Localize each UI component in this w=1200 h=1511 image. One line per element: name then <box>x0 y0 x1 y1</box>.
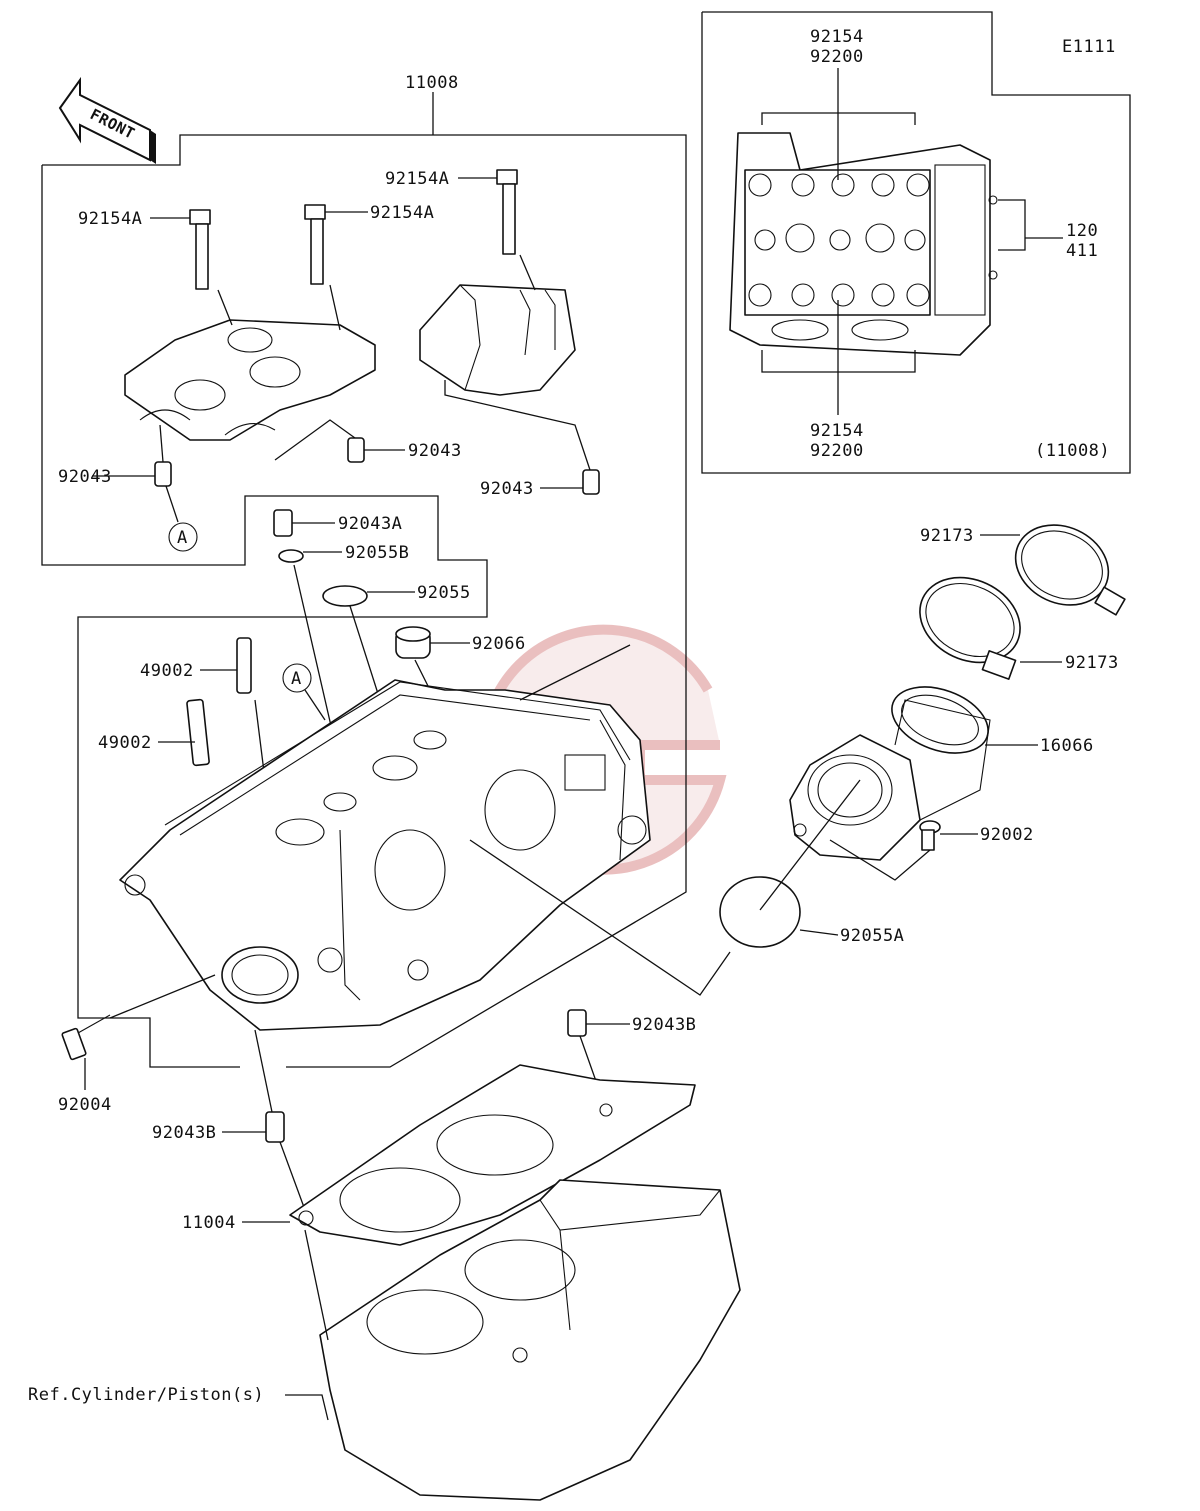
label-92043b-2: 92043B <box>152 1123 216 1143</box>
label-92154a-2: 92154A <box>370 203 434 223</box>
label-92055: 92055 <box>417 583 471 603</box>
holder-16066 <box>789 686 991 861</box>
leader-a2 <box>304 689 326 721</box>
leader-92002-bracket <box>829 839 931 881</box>
leader-bolt-left <box>217 289 233 326</box>
label-49002-1: 49002 <box>140 661 194 681</box>
bolt-92154a-mid <box>304 204 326 285</box>
label-49002-2: 49002 <box>98 733 152 753</box>
label-92004: 92004 <box>58 1095 112 1115</box>
valve-guide-49002-upper <box>236 637 252 694</box>
label-92043-3: 92043 <box>480 479 534 499</box>
inset-label-92154-top: 92154 <box>810 27 864 47</box>
head-gasket-11004 <box>289 1064 696 1246</box>
leader-ref-cylinder <box>285 1394 329 1421</box>
frame-head-left <box>77 610 488 1068</box>
dowel-92043a <box>273 509 293 537</box>
clamp-92173-lower <box>919 576 1021 680</box>
valve-guide-49002-lower <box>186 698 210 767</box>
label-92154a-1: 92154A <box>78 209 142 229</box>
dowel-92043-left <box>154 461 172 487</box>
inset-label-120: 120 <box>1066 221 1098 241</box>
dowel-92043-right <box>582 469 600 495</box>
marker-a-2 <box>282 663 312 693</box>
label-92066: 92066 <box>472 634 526 654</box>
label-11008: 11008 <box>405 73 459 93</box>
leader-49002-1-down <box>254 699 266 781</box>
label-92055a: 92055A <box>840 926 904 946</box>
leader-to-a1 <box>165 485 179 523</box>
inset-cylinder-head-top-view <box>729 132 998 356</box>
clamp-92173-upper <box>1014 524 1126 616</box>
cylinder-head <box>119 679 651 1031</box>
leader-bolt-right <box>519 254 536 291</box>
label-92173-1: 92173 <box>920 526 974 546</box>
frame-11008-left <box>41 165 488 610</box>
leader-dowel-left <box>159 424 164 463</box>
inset-label-411: 411 <box>1066 241 1098 261</box>
leader-dowel-mid <box>274 419 356 461</box>
leader-oring-to-holder <box>759 779 861 911</box>
leader-dowel-right <box>444 380 591 471</box>
diagram-code: E1111 <box>1062 37 1116 57</box>
camshaft-cap-left <box>124 319 376 441</box>
bolt-92154a-right <box>496 169 518 255</box>
seal-92066 <box>395 626 431 659</box>
marker-a-1 <box>168 522 198 552</box>
leader-92043b-left-up <box>254 1029 273 1113</box>
front-arrow-icon: FRONT <box>58 76 156 164</box>
oring-92055b <box>278 549 304 563</box>
inset-label-92200-top: 92200 <box>810 47 864 67</box>
label-92173-2: 92173 <box>1065 653 1119 673</box>
stud-92004 <box>61 1014 111 1061</box>
leader-gasket-down <box>304 1229 329 1341</box>
label-92002: 92002 <box>980 825 1034 845</box>
leader-intake-to-head <box>469 839 731 996</box>
dowel-92043b-left <box>265 1111 285 1143</box>
inset-label-92154-bot: 92154 <box>810 421 864 441</box>
bolt-92154a-left <box>189 209 211 290</box>
leader-92004-up <box>109 974 216 1019</box>
dowel-92043b-right <box>567 1009 587 1037</box>
leader-92055a <box>799 929 839 936</box>
leader-head-rear <box>519 644 631 701</box>
oring-92055 <box>322 585 368 607</box>
marker-a-2-text: A <box>291 669 302 689</box>
label-92055b: 92055B <box>345 543 409 563</box>
label-92043b-1: 92043B <box>632 1015 696 1035</box>
oring-92055a <box>719 876 801 948</box>
inset-bracket-right <box>998 199 1026 251</box>
leader-bolt-mid <box>329 284 341 331</box>
frame-11008 <box>42 134 687 1068</box>
cylinder-block <box>319 1179 741 1501</box>
leader-92055-down <box>349 605 381 701</box>
marker-a-1-text: A <box>177 528 188 548</box>
camshaft-cap-right <box>419 284 576 396</box>
label-92043-1: 92043 <box>58 467 112 487</box>
label-16066: 16066 <box>1040 736 1094 756</box>
dowel-92043-mid <box>347 437 365 463</box>
label-92043a: 92043A <box>338 514 402 534</box>
label-92154a-3: 92154A <box>385 169 449 189</box>
inset-reference: (11008) <box>1035 441 1110 461</box>
screw-92002 <box>919 820 941 851</box>
leader-92043b-left-down <box>279 1141 306 1211</box>
label-92043-2: 92043 <box>408 441 462 461</box>
label-ref-cylinder: Ref.Cylinder/Piston(s) <box>28 1385 264 1405</box>
inset-frame <box>701 11 1131 474</box>
label-11004: 11004 <box>182 1213 236 1233</box>
inset-label-92200-bot: 92200 <box>810 441 864 461</box>
